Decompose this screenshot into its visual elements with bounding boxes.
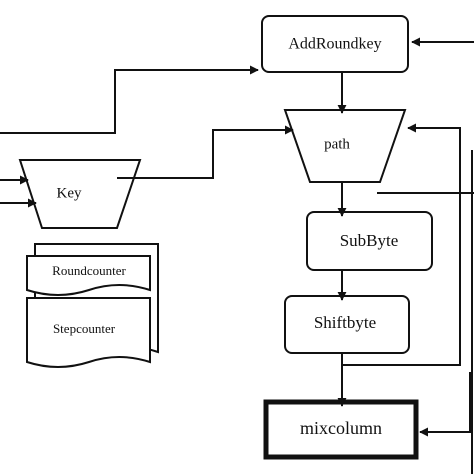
input-to-addroundkey-arrow xyxy=(0,65,259,134)
feedback-to-path-arrow xyxy=(342,123,461,366)
key-to-path-arrow xyxy=(117,125,294,179)
right-to-mixcolumn-arrow xyxy=(419,372,471,437)
roundcounter-label: Roundcounter xyxy=(52,263,126,278)
counter-memory-stack: Roundcounter Stepcounter xyxy=(26,243,159,368)
mixcolumn-label: mixcolumn xyxy=(300,418,382,438)
shiftbyte-label: Shiftbyte xyxy=(314,313,376,332)
key-label: Key xyxy=(57,185,82,201)
key-block: Key xyxy=(18,159,142,229)
stepcounter-label: Stepcounter xyxy=(53,321,116,336)
path-mux: path xyxy=(283,109,407,183)
path-label: path xyxy=(324,136,350,152)
connectors xyxy=(0,37,474,474)
subbyte-block: SubByte xyxy=(306,211,433,271)
shiftbyte-block: Shiftbyte xyxy=(284,295,410,354)
mixcolumn-block: mixcolumn xyxy=(263,399,419,460)
addroundkey-block: AddRoundkey xyxy=(261,15,409,73)
subbyte-label: SubByte xyxy=(340,231,399,250)
addroundkey-label: AddRoundkey xyxy=(288,36,381,53)
